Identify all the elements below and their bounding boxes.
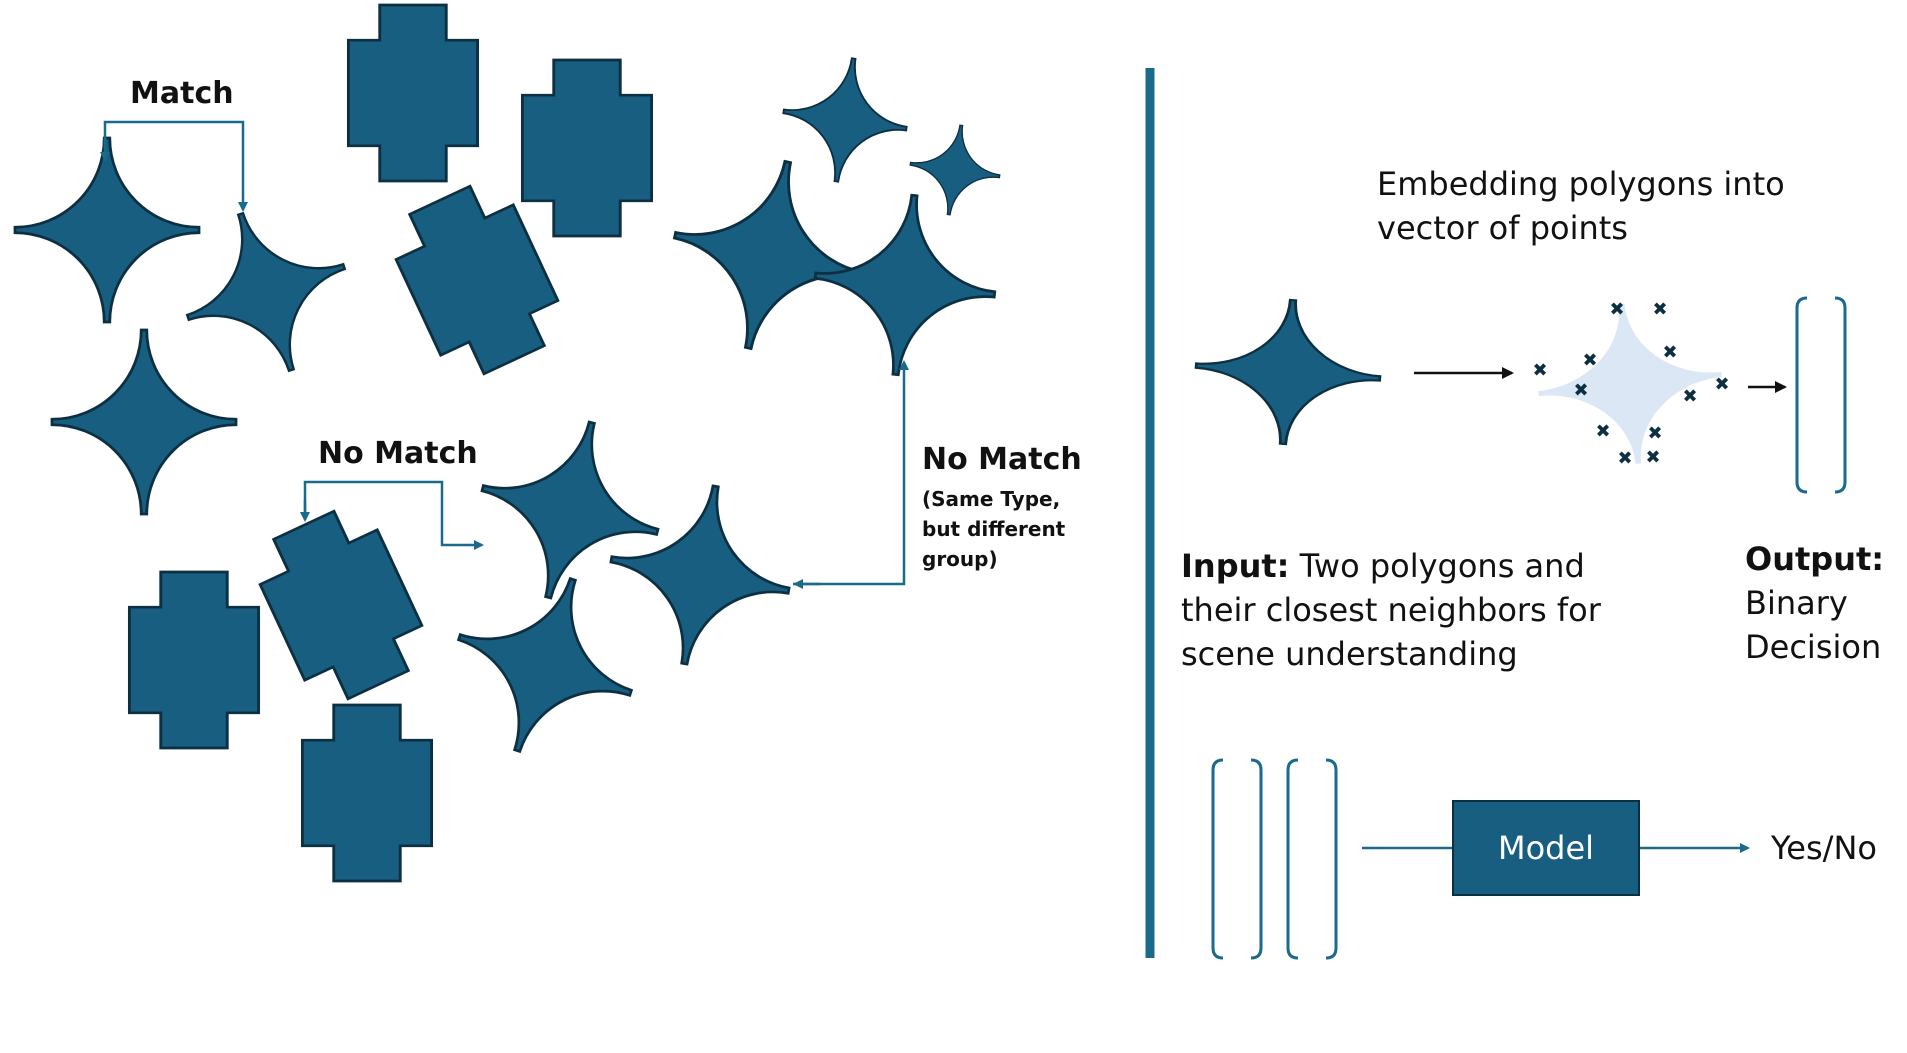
star-polygon bbox=[775, 50, 915, 190]
svg-text:✖: ✖ bbox=[1617, 448, 1632, 469]
star-polygon bbox=[806, 186, 1004, 384]
cross-polygon bbox=[302, 705, 431, 881]
svg-text:✖: ✖ bbox=[1662, 342, 1677, 363]
svg-text:✖: ✖ bbox=[1645, 447, 1660, 468]
input-line: their closest neighbors for bbox=[1181, 591, 1601, 629]
no-match-note: (Same Type, but different group) bbox=[922, 484, 1065, 574]
embedding-title-line: vector of points bbox=[1377, 209, 1628, 247]
svg-text:✖: ✖ bbox=[1609, 299, 1624, 320]
output-description: Output: Binary Decision bbox=[1745, 537, 1884, 669]
star-polygon bbox=[15, 138, 199, 322]
input-star-polygon bbox=[1191, 294, 1385, 450]
embedding-title-line: Embedding polygons into bbox=[1377, 165, 1785, 203]
svg-text:✖: ✖ bbox=[1573, 380, 1588, 401]
input-description: Input: Two polygons and their closest ne… bbox=[1181, 544, 1601, 676]
sample-points: ✖ ✖ ✖ ✖ ✖ ✖ ✖ ✖ ✖ ✖ ✖ ✖ bbox=[1532, 299, 1729, 469]
no-match-group-label: No Match bbox=[922, 442, 1082, 477]
cross-polygon bbox=[129, 572, 258, 748]
match-label: Match bbox=[130, 76, 234, 111]
output-line: Decision bbox=[1745, 628, 1882, 666]
star-polygon bbox=[596, 471, 805, 680]
svg-text:✖: ✖ bbox=[1582, 350, 1597, 371]
connector-lines bbox=[100, 120, 909, 589]
svg-text:✖: ✖ bbox=[1714, 374, 1729, 395]
svg-text:✖: ✖ bbox=[1532, 360, 1547, 381]
svg-text:✖: ✖ bbox=[1595, 421, 1610, 442]
star-polygon bbox=[655, 142, 880, 367]
point-cloud-polygon bbox=[1530, 294, 1730, 474]
input-line: Two polygons and bbox=[1299, 547, 1585, 585]
cross-polygon bbox=[245, 498, 436, 712]
svg-text:✖: ✖ bbox=[1652, 299, 1667, 320]
output-line: Binary bbox=[1745, 584, 1848, 622]
no-match-label: No Match bbox=[318, 436, 478, 471]
cross-polygon bbox=[381, 173, 572, 387]
note-line: but different bbox=[922, 517, 1066, 541]
input-heading: Input: bbox=[1181, 547, 1290, 585]
embedding-title: Embedding polygons into vector of points bbox=[1377, 162, 1785, 250]
no-match-group-connector bbox=[793, 360, 909, 586]
star-polygon bbox=[432, 552, 659, 779]
star-polygon bbox=[904, 119, 1006, 221]
result-label: Yes/No bbox=[1771, 829, 1877, 867]
input-vectors bbox=[1211, 758, 1338, 960]
star-polygon bbox=[163, 189, 370, 396]
cross-polygon bbox=[522, 60, 651, 236]
note-line: group) bbox=[922, 547, 998, 571]
output-heading: Output: bbox=[1745, 540, 1885, 578]
cross-polygon bbox=[348, 5, 477, 181]
note-line: (Same Type, bbox=[922, 487, 1061, 511]
svg-text:✖: ✖ bbox=[1682, 386, 1697, 407]
svg-text:✖: ✖ bbox=[1647, 423, 1662, 444]
no-match-connector bbox=[303, 480, 484, 550]
star-polygon bbox=[52, 330, 236, 514]
polygon-group bbox=[15, 5, 1006, 881]
output-vector-bracket bbox=[1795, 296, 1847, 494]
model-box: Model bbox=[1452, 800, 1640, 896]
input-line: scene understanding bbox=[1181, 635, 1518, 673]
